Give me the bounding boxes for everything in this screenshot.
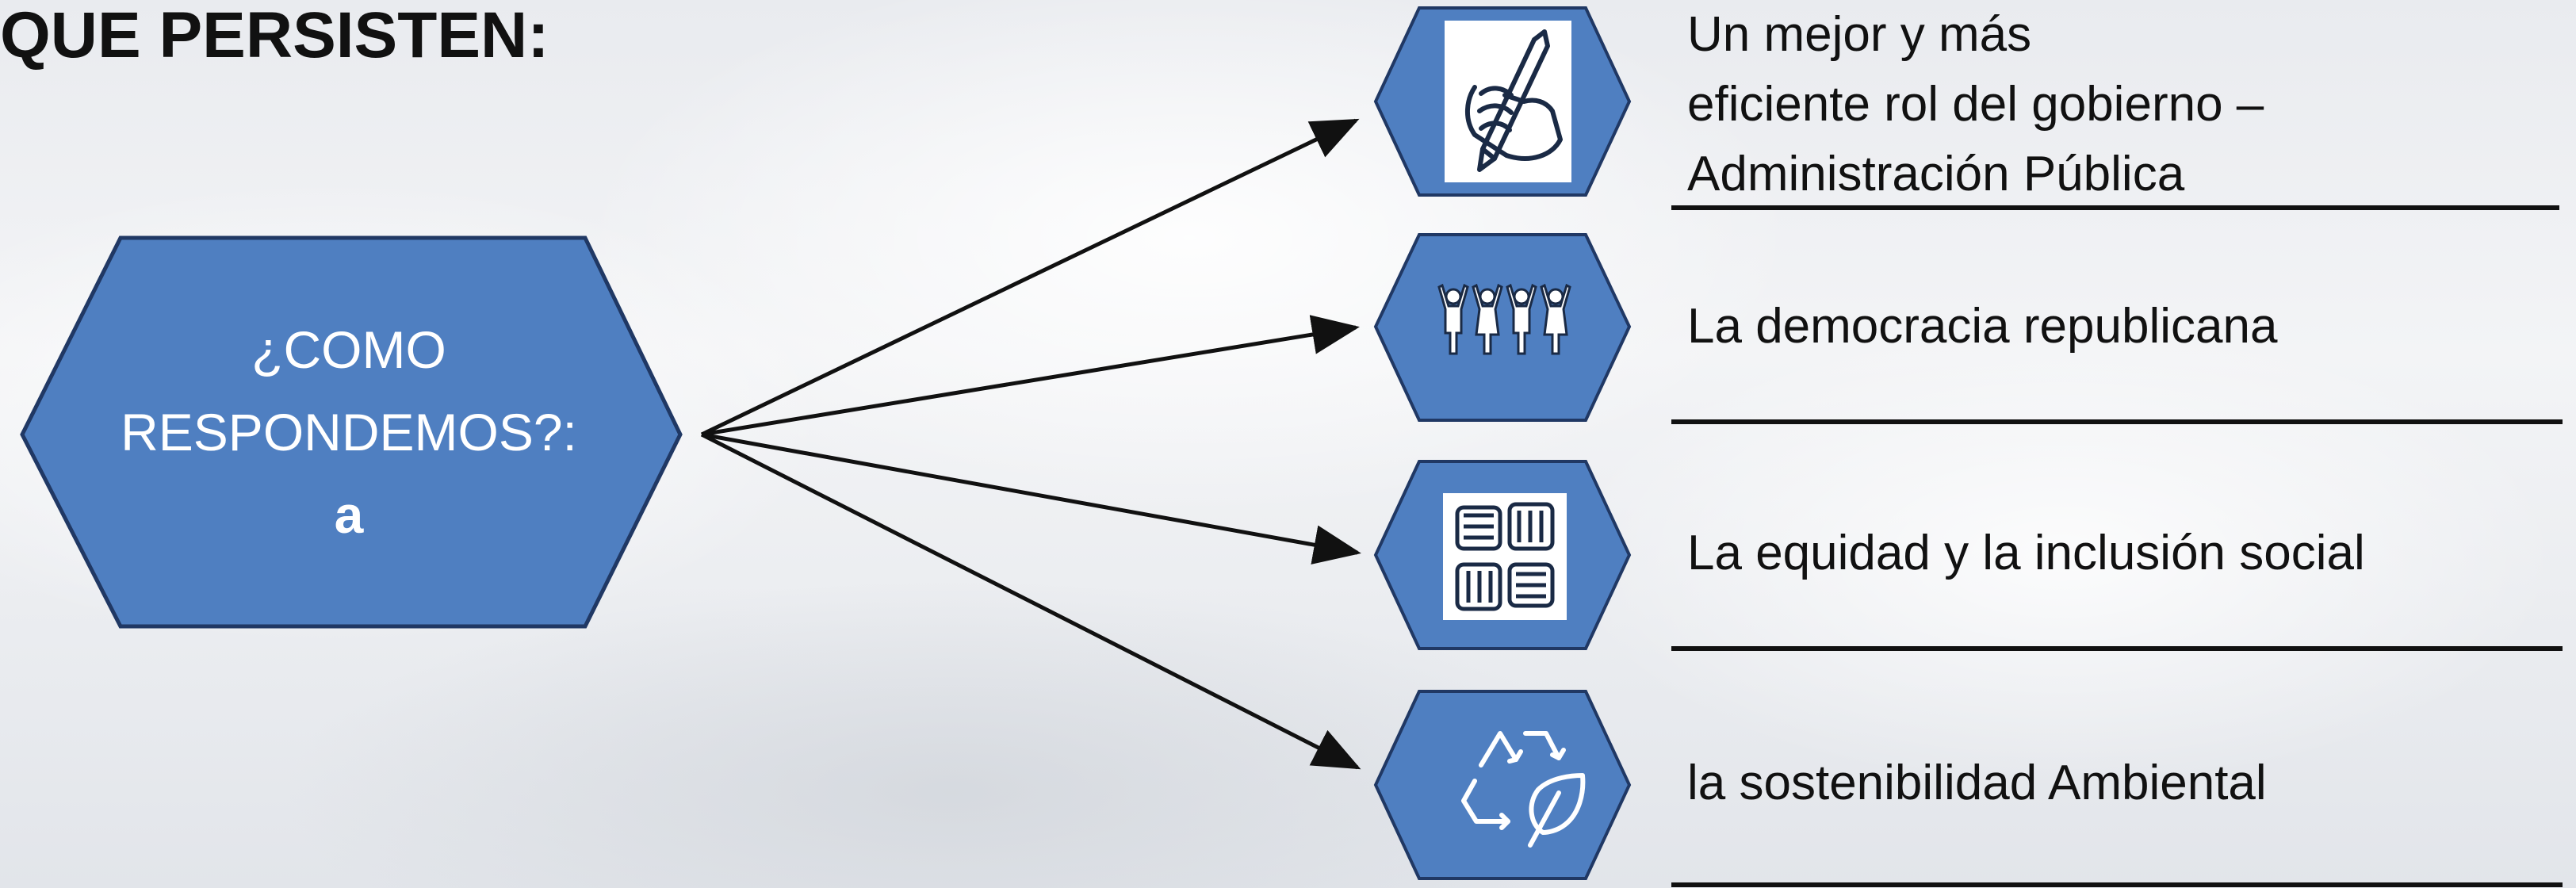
item-1-label: Un mejor y más eficiente rol del gobiern…	[1687, 0, 2264, 209]
center-label-line-1: ¿COMO	[251, 320, 446, 379]
item-2-line-1: La democracia republicana	[1687, 299, 2278, 354]
people-raising-hands-icon	[1437, 283, 1571, 355]
joined-hands-icon	[1443, 493, 1567, 620]
item-3-label: La equidad y la inclusión social	[1687, 519, 2365, 588]
item-hexagon-4	[1373, 690, 1632, 880]
center-label: ¿COMO RESPONDEMOS?: a	[24, 238, 674, 626]
item-3-line-1: La equidad y la inclusión social	[1687, 526, 2365, 580]
center-hexagon	[20, 235, 683, 629]
recycle-leaf-icon	[1461, 731, 1586, 848]
arrow-to-item-3	[701, 432, 1361, 565]
item-1-line-2: eficiente rol del gobierno –	[1687, 77, 2264, 132]
hand-pencil-icon	[1445, 21, 1571, 182]
center-label-line-3: a	[334, 485, 364, 544]
item-4-label: la sostenibilidad Ambiental	[1687, 748, 2267, 818]
arrow-to-item-4	[700, 432, 1361, 770]
arrow-to-item-1	[700, 118, 1360, 437]
item-1-line-1: Un mejor y más	[1687, 7, 2032, 62]
item-2-label: La democracia republicana	[1687, 292, 2277, 362]
item-4-line-1: la sostenibilidad Ambiental	[1687, 756, 2267, 810]
center-label-line-2: RESPONDEMOS?:	[121, 403, 577, 461]
page-title: QUE PERSISTEN:	[0, 0, 549, 71]
arrow-to-item-2	[701, 315, 1360, 437]
item-hexagon-2	[1373, 233, 1632, 422]
item-1-line-3: Administración Pública	[1687, 147, 2185, 201]
